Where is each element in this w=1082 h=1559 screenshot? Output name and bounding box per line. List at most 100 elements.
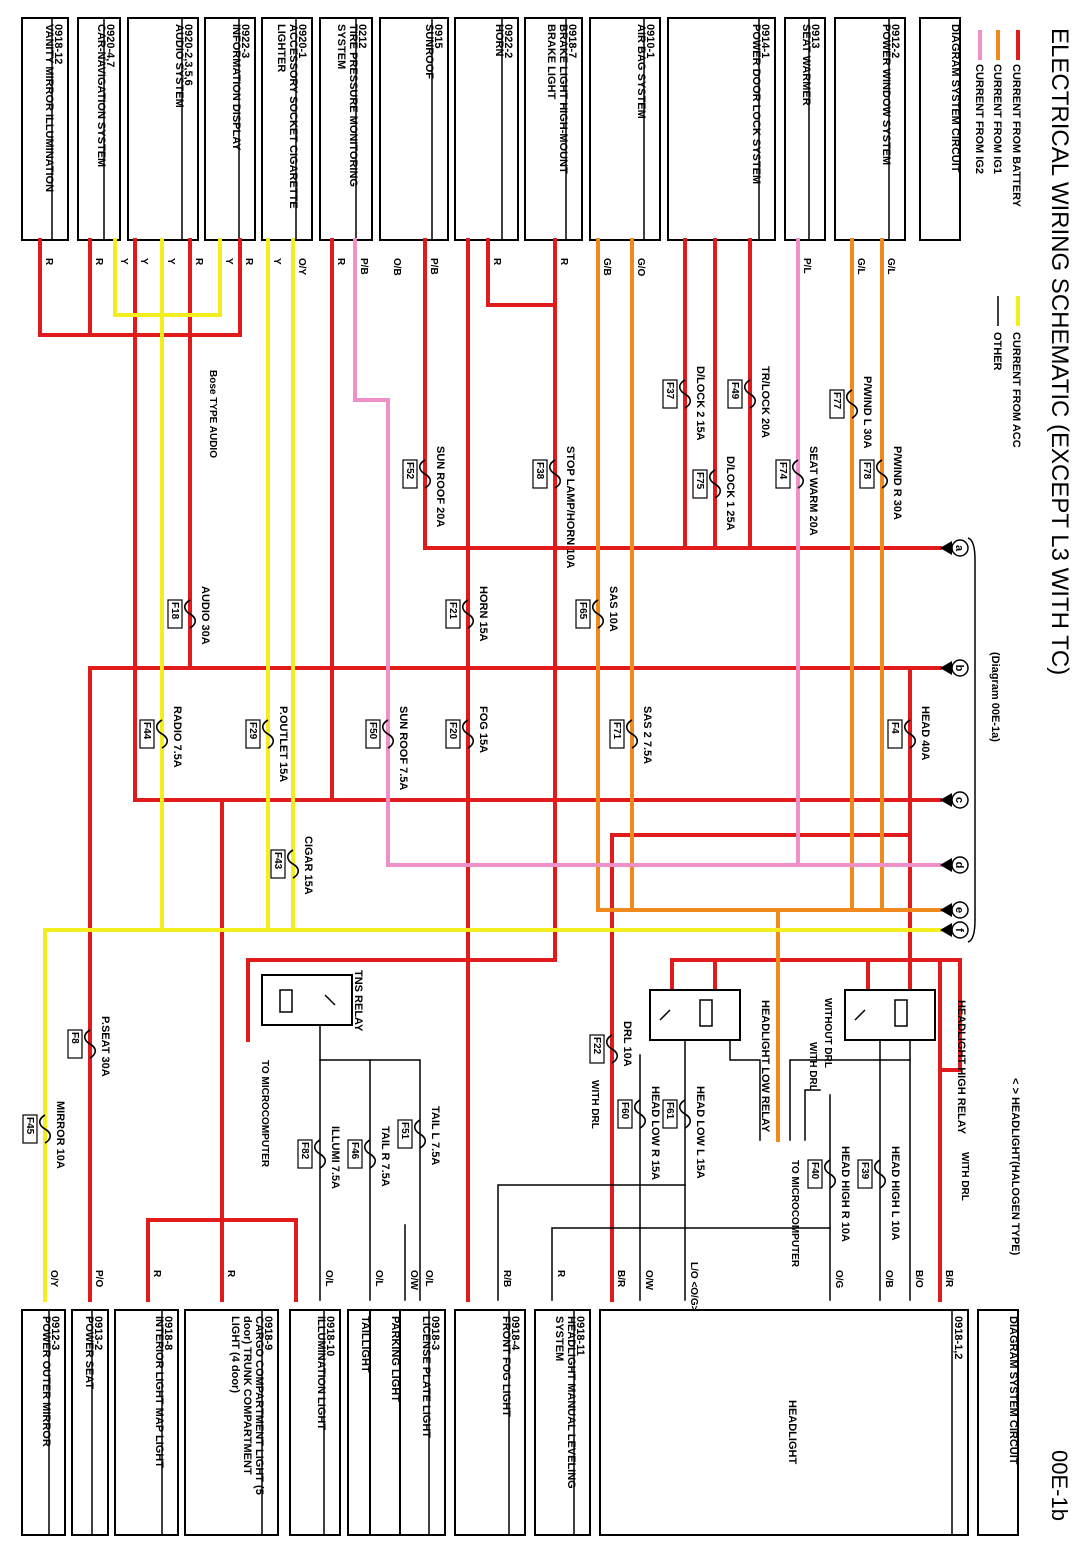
wire-color-label: O/B (391, 258, 402, 276)
wire-color-label: R (193, 258, 204, 266)
system-name: LIGHT (4 door) (229, 1316, 241, 1393)
fuse: F44 RADIO 7.5A (139, 706, 183, 768)
fuse-id: F61 (664, 1102, 675, 1120)
system-code: 0915 (432, 24, 444, 48)
system-name: HEADLIGHT (786, 1400, 798, 1464)
system-code: 0912-2 (889, 24, 901, 58)
system-name: INFORMATION DISPLAY (230, 24, 242, 151)
system-name: INTERIOR LIGHT MAP LIGHT (153, 1316, 165, 1468)
system-name: TAILLIGHT (359, 1316, 371, 1373)
fuse-label: SAS 2 7.5A (641, 706, 653, 764)
fuse-label: SEAT WARM 20A (807, 446, 819, 536)
wires (38, 238, 962, 1302)
wire-color-label: R (225, 1270, 236, 1278)
fuse-id: F43 (272, 852, 283, 870)
fuse-label: HEAD HIGH R 10A (839, 1146, 851, 1242)
fuse-label: RADIO 7.5A (171, 706, 183, 768)
wire-color-label: B/R (943, 1270, 954, 1288)
fuse-label: HEAD LOW R 15A (649, 1086, 661, 1180)
fuse-label: TAIL R 7.5A (379, 1126, 391, 1187)
system-name: POWER WINDOW SYSTEM (880, 24, 892, 165)
system-name: CAR-NAVIGATION SYSTEM (95, 24, 107, 167)
fuse-id: F74 (777, 462, 788, 480)
legend: CURRENT FROM BATTERY CURRENT FROM IG1 CU… (973, 30, 1022, 448)
system-code: 0918-11 (574, 1316, 586, 1356)
system-name: PARKING LIGHT (389, 1316, 401, 1402)
fuse-label: CIGAR 15A (302, 836, 314, 895)
fuse-id: F45 (24, 1117, 35, 1135)
title-strip: ELECTRICAL WIRING SCHEMATIC (EXCEPT L3 W… (1046, 28, 1073, 1521)
wire-color-label: O/W (408, 1270, 419, 1291)
connector-terminal: d (940, 856, 969, 874)
wire-color-label: Y (118, 258, 129, 265)
diagram-ref: (Diagram 00E-1a) (989, 652, 1001, 742)
fuse-id: F20 (447, 722, 458, 740)
fuse-id: F29 (247, 722, 258, 740)
system-name: LIGHTER (275, 24, 287, 72)
fuse-id: F46 (349, 1142, 360, 1160)
fuse-label: STOP LAMP/HORN 10A (564, 446, 576, 569)
fuse: F82 ILLUMI 7.5A (297, 1126, 341, 1189)
wire-color-label: Y (271, 258, 282, 265)
wire-color-label: G/B (601, 258, 612, 276)
system-code: 0910-1 (644, 24, 656, 58)
fuse-id: F78 (861, 462, 872, 480)
wire-color-label: O/L (423, 1270, 434, 1287)
fuse-id: F22 (591, 1037, 602, 1055)
system-name: LICENSE PLATE LIGHT (420, 1316, 432, 1438)
fuse: F74 SEAT WARM 20A (775, 446, 819, 536)
fuse-id: F21 (447, 602, 458, 620)
system-name: DIAGRAM SYSTEM CIRCUIT (949, 24, 961, 173)
with-drl-note-2: WITH DRL (807, 1042, 818, 1091)
system-name: BRAKE LIGHT HIGH-MOUNT (557, 24, 569, 174)
fuse-label: ILLUMI 7.5A (329, 1126, 341, 1189)
left-system-box: DIAGRAM SYSTEM CIRCUIT (919, 17, 961, 241)
fuse-label: P/WIND R 30A (891, 446, 903, 520)
fuse-label: D/LOCK 1 25A (724, 456, 736, 531)
fuse-label: HEAD HIGH L 10A (889, 1146, 901, 1241)
fuse-id: F39 (859, 1162, 870, 1180)
connector-letter: c (953, 797, 965, 803)
legend-acc: CURRENT FROM ACC (1010, 332, 1022, 448)
right-system-box: PARKING LIGHT (369, 1309, 401, 1536)
page-title: ELECTRICAL WIRING SCHEMATIC (EXCEPT L3 W… (1046, 28, 1073, 675)
wire-color-label: O/G (833, 1270, 844, 1289)
relay-high-label: HEADLIGHT HIGH RELAY (955, 1000, 967, 1135)
wire-color-label: O/Y (48, 1270, 59, 1288)
relay-tns: TNS RELAY (261, 970, 364, 1032)
system-code: 0920-2,3,5,6 (182, 24, 194, 86)
fuse-id: F44 (141, 722, 152, 740)
right-system-box: DIAGRAM SYSTEM CIRCUIT (977, 1309, 1019, 1536)
fuse-id: F51 (399, 1122, 410, 1140)
fuse-id: F82 (299, 1142, 310, 1160)
fuse: F39 HEAD HIGH L 10A (857, 1146, 901, 1241)
connector-terminal: e (940, 901, 969, 919)
system-code: 0918-10 (324, 1316, 336, 1356)
wire-color-label: R (491, 258, 502, 266)
connector-terminal: b (940, 659, 969, 677)
wire-color-label: Y (165, 258, 176, 265)
relay-tns-label: TNS RELAY (352, 970, 364, 1032)
fuse-label: HEAD 40A (919, 706, 931, 760)
